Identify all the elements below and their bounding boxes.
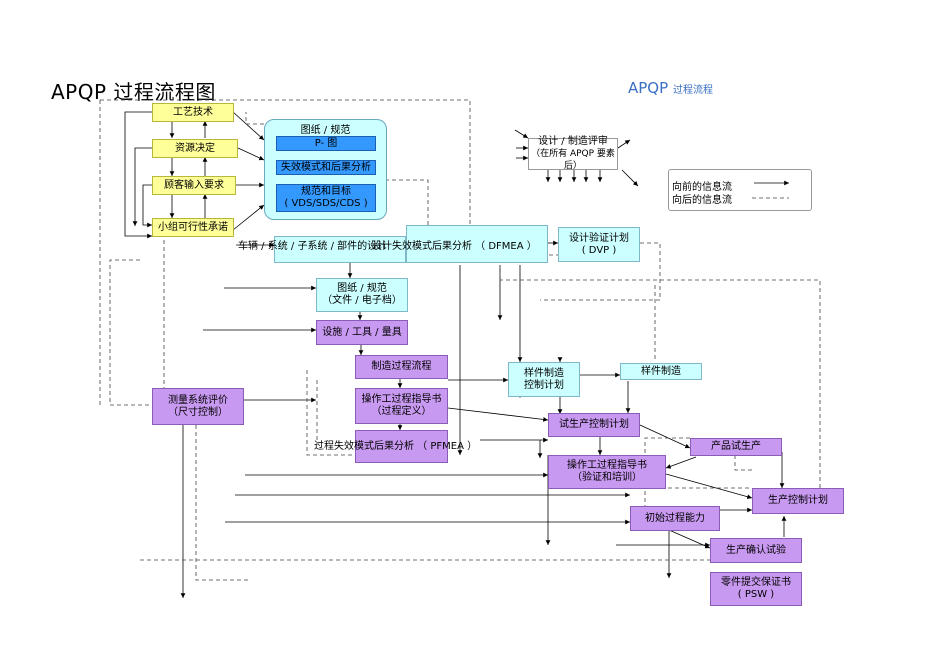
product-trial-node: 产品试生产	[690, 438, 782, 456]
psw-line1: 零件提交保证书	[721, 577, 791, 588]
work-instruction-line1: 操作工过程指导书	[361, 394, 442, 405]
dfmea-label: 设计失效模式后果分析 （ DFMEA ）	[372, 241, 537, 252]
pfmea-label: 过程失效模式后果分析 （ PFMEA ）	[314, 441, 478, 452]
design-verification-line2: ( DVP )	[581, 244, 617, 256]
work-instruction-verify-node: 操作工过程指导书 （验证和培训）	[548, 455, 666, 489]
psw-node: 零件提交保证书 ( PSW )	[710, 572, 802, 606]
p-diagram-node: P- 图	[276, 136, 376, 151]
work-instruction-verify-line2: （验证和培训）	[572, 472, 642, 483]
prototype-build-node: 样件制造	[620, 363, 702, 380]
design-verification-line1: 设计验证计划	[569, 232, 629, 244]
drawing-spec-top-label: 图纸 / 规范	[300, 125, 351, 136]
vehicle-system-node	[274, 236, 406, 263]
fmea-node: 失效模式和后果分析	[276, 160, 376, 175]
process-flow-node: 制造过程流程	[355, 355, 448, 379]
prototype-control-line2: 控制计划	[524, 379, 564, 391]
legend-forward-label: 向前的信息流	[672, 182, 732, 193]
pilot-control-plan-node: 试生产控制计划	[548, 413, 640, 437]
legend: 向前的信息流 向后的信息流	[668, 169, 812, 211]
process-tech-node: 工艺技术	[152, 103, 234, 122]
design-review-line1: 设计 / 制造评审	[538, 136, 608, 147]
facilities-node: 设施 / 工具 / 量具	[316, 320, 408, 345]
design-review-line2: （在所有 APQP 要素后）	[531, 149, 615, 171]
subtitle-main: APQP	[628, 79, 669, 97]
vehicle-system-label: 车辆 / 系统 / 子系统 / 部件的设计	[238, 241, 388, 252]
subtitle-small: 过程流程	[672, 85, 713, 96]
team-feasibility-node: 小组可行性承诺	[152, 218, 234, 237]
msa-line1: 测量系统评价	[168, 394, 228, 406]
work-instruction-node: 操作工过程指导书 （过程定义）	[355, 388, 448, 424]
production-control-plan-node: 生产控制计划	[752, 488, 844, 514]
work-instruction-line2: （过程定义）	[371, 406, 432, 417]
prototype-control-node: 样件制造 控制计划	[508, 362, 580, 397]
resource-decision-node: 资源决定	[152, 139, 238, 158]
initial-capability-node: 初始过程能力	[630, 506, 720, 531]
design-review-node: 设计 / 制造评审 （在所有 APQP 要素后）	[528, 136, 618, 171]
spec-target-node: 规范和目标 ( VDS/SDS/CDS )	[276, 184, 376, 212]
spec-target-line1: 规范和目标	[301, 186, 351, 197]
drawing-spec-doc-node: 图纸 / 规范 （文件 / 电子档）	[316, 278, 408, 312]
production-validation-node: 生产确认试验	[710, 538, 802, 563]
work-instruction-verify-line1: 操作工过程指导书	[567, 460, 647, 471]
design-verification-node: 设计验证计划 ( DVP )	[558, 227, 640, 262]
drawing-spec-doc-line2: （文件 / 电子档）	[322, 295, 402, 306]
drawing-spec-doc-line1: 图纸 / 规范	[337, 283, 387, 294]
pfmea-node	[355, 430, 448, 463]
customer-input-node: 顾客输入要求	[152, 176, 236, 195]
psw-line2: ( PSW )	[737, 589, 775, 600]
legend-backward-label: 向后的信息流	[672, 195, 732, 206]
prototype-control-line1: 样件制造	[524, 367, 564, 379]
page-title: APQP 过程流程图	[51, 80, 216, 104]
msa-line2: （尺寸控制）	[168, 406, 228, 418]
msa-node: 测量系统评价 （尺寸控制）	[152, 388, 244, 425]
subtitle: APQP 过程流程	[628, 79, 713, 97]
dfmea-node	[406, 225, 548, 263]
spec-target-line2: ( VDS/SDS/CDS )	[284, 198, 368, 209]
